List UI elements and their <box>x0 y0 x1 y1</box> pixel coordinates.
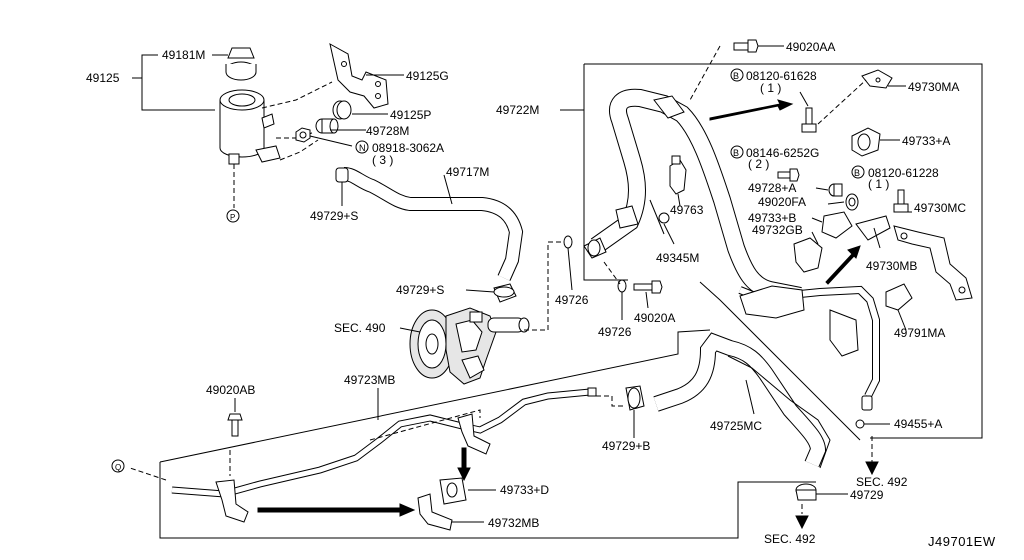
label-sec-492-b: SEC. 492 <box>764 532 816 546</box>
bracket-49730ma <box>861 69 893 89</box>
tube-49723mb <box>171 387 597 523</box>
label-49020aa: 49020AA <box>786 40 835 54</box>
label-49020ab: 49020AB <box>206 383 255 397</box>
hose-49722m <box>583 88 880 411</box>
reservoir-tank <box>219 89 281 223</box>
direction-arrow-2 <box>825 245 861 285</box>
reservoir-cap <box>225 47 257 81</box>
washer-49726-lower <box>617 279 627 293</box>
label-49717m: 49717M <box>446 165 489 179</box>
b-mark-1: B <box>733 71 739 81</box>
label-49732gb: 49732GB <box>752 223 803 237</box>
label-49728a: 49728+A <box>748 181 796 195</box>
label-49763: 49763 <box>670 203 704 217</box>
clamp-49729 <box>795 483 817 501</box>
clamp-49729b <box>625 385 645 411</box>
label-08918: 08918-3062A <box>372 141 444 155</box>
label-49455a: 49455+A <box>894 417 942 431</box>
label-49726-lower: 49726 <box>598 325 632 339</box>
ring-49345m <box>658 212 670 224</box>
bolt-49020aa <box>733 39 759 53</box>
power-steering-pump <box>409 307 530 385</box>
label-49732mb: 49732MB <box>488 516 539 530</box>
ref-mark-q: Q <box>115 463 121 472</box>
bolt-08120-61228 <box>893 189 909 213</box>
pressure-hose-frame <box>560 63 983 441</box>
direction-arrow-3 <box>257 503 416 517</box>
grommet-49733b <box>821 211 853 239</box>
label-49730mb: 49730MB <box>866 259 917 273</box>
label-bracket-49125 <box>132 54 215 111</box>
label-49729s-lower: 49729+S <box>396 283 444 297</box>
grommet-49733a <box>851 127 881 157</box>
reservoir-group: P <box>132 43 404 223</box>
label-08120-61628-qty: ( 1 ) <box>760 81 781 95</box>
lower-frame <box>159 329 816 539</box>
label-49181m: 49181M <box>162 48 205 62</box>
hose-49717m <box>335 167 524 281</box>
grommet-49125p <box>332 100 352 120</box>
ref-mark-p-1: P <box>230 213 235 222</box>
label-49725mc: 49725MC <box>710 419 762 433</box>
label-49125: 49125 <box>86 71 120 85</box>
b-mark-2: B <box>733 148 739 158</box>
b-mark-3: B <box>854 168 860 178</box>
collar-49728a <box>828 183 843 197</box>
clip-49732mb <box>417 493 453 531</box>
bolt-08120-61628 <box>801 107 817 133</box>
label-49125g: 49125G <box>406 69 449 83</box>
bolt-49020a <box>633 280 663 294</box>
label-49729: 49729 <box>850 488 884 502</box>
direction-arrow-1 <box>709 99 794 121</box>
clip-49791ma <box>885 283 913 311</box>
label-n-mark: N <box>359 143 366 153</box>
grommet-49733d <box>439 477 467 505</box>
label-49125p: 49125P <box>390 108 431 122</box>
label-49722m: 49722M <box>496 103 539 117</box>
direction-arrow-sec492-b <box>795 515 809 530</box>
bracket-49730mb <box>855 215 891 249</box>
label-49728m: 49728M <box>366 124 409 138</box>
label-49730ma: 49730MA <box>908 80 959 94</box>
label-49345m: 49345M <box>656 251 699 265</box>
direction-arrow-sec492-a <box>865 461 879 476</box>
bolt-49020ab <box>227 413 243 437</box>
label-08120-61228: 08120-61228 <box>868 166 939 180</box>
label-49020a: 49020A <box>634 311 675 325</box>
label-08146: 08146-6252G <box>746 146 819 160</box>
label-sec-492-a: SEC. 492 <box>856 475 908 489</box>
label-49729s-upper: 49729+S <box>310 209 358 223</box>
bracket-49125g <box>329 43 389 109</box>
label-08120-61628: 08120-61628 <box>746 69 817 83</box>
label-49733d: 49733+D <box>500 483 549 497</box>
nut-08918 <box>295 127 311 143</box>
label-08146-qty: ( 2 ) <box>748 157 769 171</box>
washer-49726-upper <box>563 235 573 249</box>
hose-49725mc <box>653 332 831 469</box>
label-08918-qty: ( 3 ) <box>372 153 393 167</box>
label-sec-490: SEC. 490 <box>334 321 386 335</box>
nut-49020fa <box>845 193 859 211</box>
label-49729b: 49729+B <box>602 439 650 453</box>
label-08120-61228-qty: ( 1 ) <box>868 177 889 191</box>
label-49723mb: 49723MB <box>344 373 395 387</box>
label-49791ma: 49791MA <box>894 326 945 340</box>
label-49726-upper: 49726 <box>555 293 589 307</box>
label-49733b: 49733+B <box>748 211 796 225</box>
label-49020fa: 49020FA <box>758 195 806 209</box>
label-49733a: 49733+A <box>902 134 950 148</box>
diagram-code: J49701EW <box>928 534 996 549</box>
bracket-49730mc <box>893 225 973 301</box>
label-49730mc: 49730MC <box>914 201 966 215</box>
fitting-49763 <box>669 155 687 195</box>
ring-49455a <box>855 419 865 429</box>
bolt-08146 <box>777 168 800 182</box>
direction-arrow-4 <box>457 447 471 482</box>
collar-49728m <box>315 118 339 134</box>
clip-49732gb <box>793 237 823 273</box>
clamp-49729s-lower <box>493 283 517 303</box>
